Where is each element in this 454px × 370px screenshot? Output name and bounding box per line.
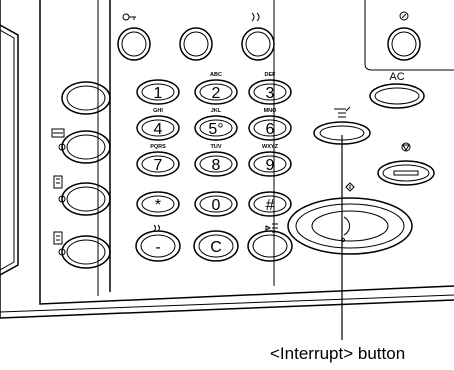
- key-letters: JKL: [211, 108, 222, 114]
- key-letters: ABC: [210, 72, 222, 78]
- key-inner-ring: [141, 155, 175, 173]
- key-5[interactable]: [248, 115, 292, 141]
- key-6[interactable]: [136, 151, 180, 177]
- key-inner-ring: [141, 195, 175, 213]
- key-digit: 7: [154, 157, 163, 174]
- help-button[interactable]: [179, 27, 213, 61]
- key-11[interactable]: [248, 191, 292, 217]
- key-inner-ring: [253, 83, 287, 101]
- key-letters: MNO: [264, 108, 278, 114]
- key-inner-ring: [141, 119, 175, 137]
- key-8[interactable]: [248, 151, 292, 177]
- key-10[interactable]: [194, 191, 238, 217]
- key-inner-ring: [253, 119, 287, 137]
- top-round-buttons: [117, 11, 421, 61]
- key-digit: 1: [154, 85, 163, 102]
- key-letters: TUV: [211, 144, 222, 150]
- bottom-key-1[interactable]: [193, 230, 239, 262]
- speed-dial-icon: [265, 223, 278, 233]
- key-inner-ring: [199, 83, 233, 101]
- key-digit: 8: [212, 157, 221, 174]
- key-7[interactable]: [194, 151, 238, 177]
- key-digit: 5°: [208, 121, 223, 138]
- all-clear-group: AC: [369, 71, 425, 109]
- key-digit: 3: [266, 85, 275, 102]
- key-digit: #: [266, 197, 275, 214]
- display-screen: [0, 24, 19, 276]
- stop-button[interactable]: [377, 160, 435, 186]
- power-saver-icon: [399, 11, 409, 21]
- key-0[interactable]: [136, 79, 180, 105]
- key-9[interactable]: [136, 191, 180, 217]
- key-4[interactable]: [194, 115, 238, 141]
- key-1[interactable]: [194, 79, 238, 105]
- key-inner-ring: [253, 155, 287, 173]
- key-inner-ring: [199, 155, 233, 173]
- stop-group: [377, 142, 435, 186]
- left-function-buttons: [51, 81, 111, 269]
- key-digit: 4: [154, 121, 163, 138]
- key-letters: PQRS: [150, 144, 166, 150]
- bottom-key-label: -: [155, 239, 160, 256]
- bottom-key-inner-ring: [252, 234, 288, 258]
- stop-icon: [401, 142, 411, 152]
- review-button[interactable]: [61, 235, 111, 269]
- all-clear-button[interactable]: [369, 83, 425, 109]
- left-button-top[interactable]: [61, 81, 111, 115]
- key-letters: DEF: [265, 72, 277, 78]
- bottom-key-label: C: [210, 239, 222, 256]
- dial-pause-icon: [153, 224, 160, 232]
- interrupt-icon: [334, 106, 351, 118]
- start-group: [287, 182, 413, 255]
- key-digit: 0: [212, 197, 221, 214]
- key-letters: GHI: [153, 108, 163, 114]
- job-status-button[interactable]: [61, 130, 111, 164]
- bottom-key-inner-ring: [198, 234, 234, 258]
- log-in-out-icon: [122, 13, 136, 21]
- ac-label: AC: [389, 71, 404, 83]
- key-inner-ring: [141, 83, 175, 101]
- key-inner-ring: [253, 195, 287, 213]
- key-digit: *: [155, 197, 161, 214]
- review-icon: [53, 231, 63, 245]
- key-digit: 2: [212, 85, 221, 102]
- machine-status-icon: [53, 175, 63, 189]
- power-saver-button[interactable]: [387, 27, 421, 61]
- panel-outline: [0, 0, 454, 319]
- key-inner-ring: [199, 119, 233, 137]
- key-digit: 9: [266, 157, 275, 174]
- start-icon: [345, 182, 355, 192]
- numeric-keypad: 1 2 ABC 3 DEF 4 GHI 5° JKL 6 MNO 7 PQRS 8 TUV 9 WXYZ * 0 # -…: [135, 72, 293, 262]
- machine-status-button[interactable]: [61, 182, 111, 216]
- job-status-icon: [51, 128, 65, 138]
- start-button[interactable]: [287, 197, 413, 255]
- bottom-key-inner-ring: [140, 234, 176, 258]
- key-letters: WXYZ: [262, 144, 279, 150]
- key-digit: 6: [266, 121, 275, 138]
- interrupt-button-callout: <Interrupt> button: [270, 344, 406, 363]
- bottom-key-2[interactable]: [247, 230, 293, 262]
- log-in-out-button[interactable]: [117, 27, 151, 61]
- key-inner-ring: [199, 195, 233, 213]
- key-2[interactable]: [248, 79, 292, 105]
- language-button[interactable]: [241, 27, 275, 61]
- key-3[interactable]: [136, 115, 180, 141]
- language-icon: [251, 12, 260, 22]
